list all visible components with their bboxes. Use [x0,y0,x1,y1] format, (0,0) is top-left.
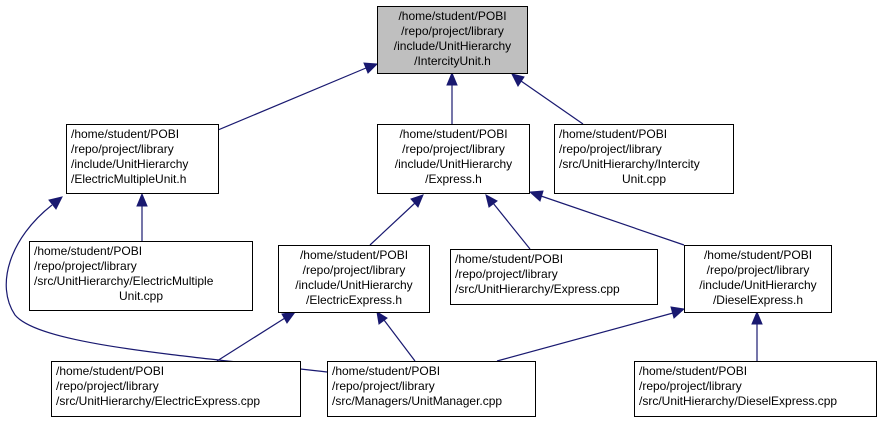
node-line: /ElectricExpress.h [305,293,403,307]
node-line: /DieselExpress.h [712,293,804,307]
node-line: /home/student/POBI [639,364,748,378]
arrowhead-unit-manager-cpp-to-electric-express-h [376,311,388,325]
edge-electric-multiple-h-to-intercity-h [217,67,367,131]
edge-intercity-cpp-to-intercity-h [520,80,584,125]
node-line: /home/student/POBI [34,244,143,258]
node-diesel-express-h[interactable]: /home/student/POBI /repo/project/library… [684,245,832,313]
arrowhead-unit-manager-cpp-to-diesel-express-h [670,306,686,319]
edge-electric-express-h-to-express-h [369,202,416,246]
node-intercity-unit-h: /home/student/POBI /repo/project/library… [377,6,528,74]
node-line: /repo/project/library [455,267,558,281]
node-line: /home/student/POBI [398,9,507,23]
node-diesel-express-cpp[interactable]: /home/student/POBI /repo/project/library… [634,361,877,417]
node-line: /repo/project/library [56,379,159,393]
arrowhead-electric-multiple-cpp-to-electric-multiple-h [136,192,148,207]
node-line: /src/UnitHierarchy/Express.cpp [455,282,620,296]
node-line: /home/student/POBI [56,364,165,378]
node-line: /src/UnitHierarchy/DieselExpress.cpp [639,394,838,408]
node-line: /repo/project/library [559,142,662,156]
edge-electric-express-cpp-to-electric-express-h [216,317,286,362]
node-line: /ElectricMultipleUnit.h [71,172,187,186]
node-express-cpp[interactable]: /home/student/POBI /repo/project/library… [450,249,658,305]
node-electric-express-cpp[interactable]: /home/student/POBI /repo/project/library… [51,361,301,417]
node-line: /repo/project/library [302,263,406,277]
node-express-h[interactable]: /home/student/POBI /repo/project/library… [377,124,530,194]
node-line: Unit.cpp [118,289,164,303]
arrowhead-unit-manager-cpp-to-electric-multiple-h [48,196,63,210]
edge-express-cpp-to-express-h [492,202,531,250]
node-line: /include/UnitHierarchy [393,39,512,53]
node-line: /repo/project/library [34,259,137,273]
node-line: /include/UnitHierarchy [295,278,413,292]
edge-diesel-express-h-to-express-h [540,195,685,246]
edge-unit-manager-cpp-to-diesel-express-h [496,312,674,362]
node-line: /include/UnitHierarchy [699,278,817,292]
node-line: /src/Managers/UnitManager.cpp [332,394,503,408]
node-line: /home/student/POBI [399,127,508,141]
edge-unit-manager-cpp-to-electric-express-h [383,319,416,362]
node-line: /repo/project/library [402,142,505,156]
arrowhead-electric-multiple-h-to-intercity-h [363,62,379,74]
node-line: /home/student/POBI [559,127,668,141]
node-intercity-unit-cpp[interactable]: /home/student/POBI /repo/project/library… [554,124,734,194]
node-line: Unit.cpp [621,172,667,186]
node-electric-multiple-unit-h[interactable]: /home/student/POBI /repo/project/library… [66,124,219,194]
arrowhead-diesel-express-cpp-to-diesel-express-h [751,310,763,325]
node-electric-multiple-unit-cpp[interactable]: /home/student/POBI /repo/project/library… [29,241,253,311]
arrowhead-express-h-to-intercity-h [446,71,458,86]
arrowhead-express-cpp-to-express-h [485,194,498,208]
node-line: /include/UnitHierarchy [394,157,513,171]
arrowhead-electric-express-h-to-express-h [410,194,424,208]
node-line: /src/UnitHierarchy/Intercity [559,157,700,171]
node-line: /home/student/POBI [299,248,409,262]
node-line: /repo/project/library [706,263,810,277]
node-line: /home/student/POBI [703,248,813,262]
node-line: /src/UnitHierarchy/ElectricExpress.cpp [56,394,261,408]
node-line: /repo/project/library [71,142,174,156]
node-line: /include/UnitHierarchy [71,157,189,171]
node-electric-express-h[interactable]: /home/student/POBI /repo/project/library… [278,245,430,313]
node-line: /home/student/POBI [455,252,564,266]
node-line: /repo/project/library [639,379,742,393]
arrowhead-intercity-cpp-to-intercity-h [511,73,525,87]
node-line: /Express.h [425,172,482,186]
node-line: /home/student/POBI [71,127,180,141]
node-line: /home/student/POBI [332,364,441,378]
node-line: /repo/project/library [401,24,504,38]
arrowhead-electric-express-cpp-to-electric-express-h [281,311,297,324]
node-unit-manager-cpp[interactable]: /home/student/POBI /repo/project/library… [327,361,536,417]
node-line: /src/UnitHierarchy/ElectricMultiple [34,274,214,288]
node-line: /repo/project/library [332,379,435,393]
node-line: /IntercityUnit.h [414,54,491,68]
arrowhead-diesel-express-h-to-express-h [528,190,544,202]
